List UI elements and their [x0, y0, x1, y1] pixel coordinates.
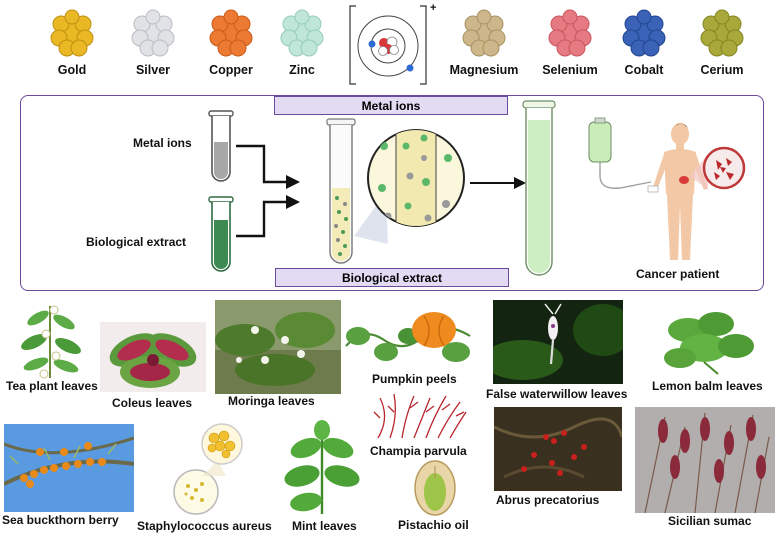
- pistachio-oil-illustration: [414, 460, 456, 516]
- synthesis-process-panel: [20, 95, 764, 291]
- sicilian-sumac-photo: [635, 407, 775, 513]
- champia-parvula-label: Champia parvula: [370, 444, 467, 458]
- silver-nanoparticle-icon: [131, 9, 175, 57]
- false-waterwillow-leaves-photo: [493, 300, 623, 384]
- mixing-tube-icon: [326, 118, 356, 264]
- lemon-balm-leaves-label: Lemon balm leaves: [652, 379, 763, 393]
- zinc-nanoparticle-icon: [280, 9, 324, 57]
- gold-nanoparticle-icon: [50, 9, 94, 57]
- iv-drip-icon: [588, 117, 652, 189]
- zinc-label: Zinc: [289, 63, 315, 77]
- tumor-zoom-icon: [690, 146, 746, 190]
- metal-ions-tube-icon: [208, 110, 234, 182]
- biological-extract-tube-icon: [208, 196, 234, 272]
- sea-buckthorn-berry-photo: [4, 424, 134, 512]
- pumpkin-peels-label: Pumpkin peels: [372, 372, 457, 386]
- magnesium-nanoparticle-icon: [462, 9, 506, 57]
- atom-charge-label: +: [430, 2, 437, 14]
- metal-ions-tag: Metal ions: [274, 96, 508, 115]
- cancer-patient-label: Cancer patient: [636, 267, 720, 281]
- biological-extract-label: Biological extract: [86, 235, 187, 249]
- nanoparticle-product-tube-icon: [522, 100, 556, 276]
- sea-buckthorn-berry-label: Sea buckthorn berry: [2, 513, 119, 527]
- false-waterwillow-leaves-label: False waterwillow leaves: [486, 387, 628, 401]
- silver-label: Silver: [135, 63, 171, 77]
- lemon-balm-leaves-illustration: [664, 312, 754, 375]
- coleus-leaves-photo: [100, 322, 206, 392]
- champia-parvula-illustration: [373, 393, 467, 439]
- abrus-precatorius-photo: [494, 407, 622, 491]
- gold-label: Gold: [57, 63, 87, 77]
- process-arrow-icon: [470, 177, 526, 189]
- magnesium-label: Magnesium: [449, 63, 519, 77]
- tea-plant-leaves-illustration: [21, 305, 81, 379]
- copper-nanoparticle-icon: [209, 9, 253, 57]
- magnified-nanoparticles-icon: [367, 129, 465, 227]
- cobalt-nanoparticle-icon: [622, 9, 666, 57]
- moringa-leaves-label: Moringa leaves: [228, 394, 315, 408]
- cobalt-label: Cobalt: [624, 63, 664, 77]
- biological-extract-tag: Biological extract: [275, 268, 509, 287]
- staphylococcus-aureus-illustration: [173, 423, 243, 515]
- selenium-nanoparticle-icon: [548, 9, 592, 57]
- abrus-precatorius-label: Abrus precatorius: [496, 493, 600, 507]
- pumpkin-peels-illustration: [345, 312, 471, 362]
- sicilian-sumac-label: Sicilian sumac: [668, 514, 752, 528]
- pistachio-oil-label: Pistachio oil: [398, 518, 469, 532]
- moringa-leaves-photo: [215, 300, 341, 394]
- merge-arrows-icon: [236, 144, 300, 238]
- selenium-label: Selenium: [542, 63, 598, 77]
- metal-ion-atom-icon: [349, 5, 427, 85]
- mint-leaves-label: Mint leaves: [292, 519, 357, 533]
- cerium-nanoparticle-icon: [700, 9, 744, 57]
- metal-ions-label: Metal ions: [133, 136, 192, 150]
- cerium-label: Cerium: [700, 63, 744, 77]
- staphylococcus-aureus-label: Staphylococcus aureus: [137, 519, 272, 533]
- mint-leaves-illustration: [284, 420, 360, 514]
- tea-plant-leaves-label: Tea plant leaves: [6, 379, 98, 393]
- coleus-leaves-label: Coleus leaves: [112, 396, 193, 410]
- copper-label: Copper: [209, 63, 253, 77]
